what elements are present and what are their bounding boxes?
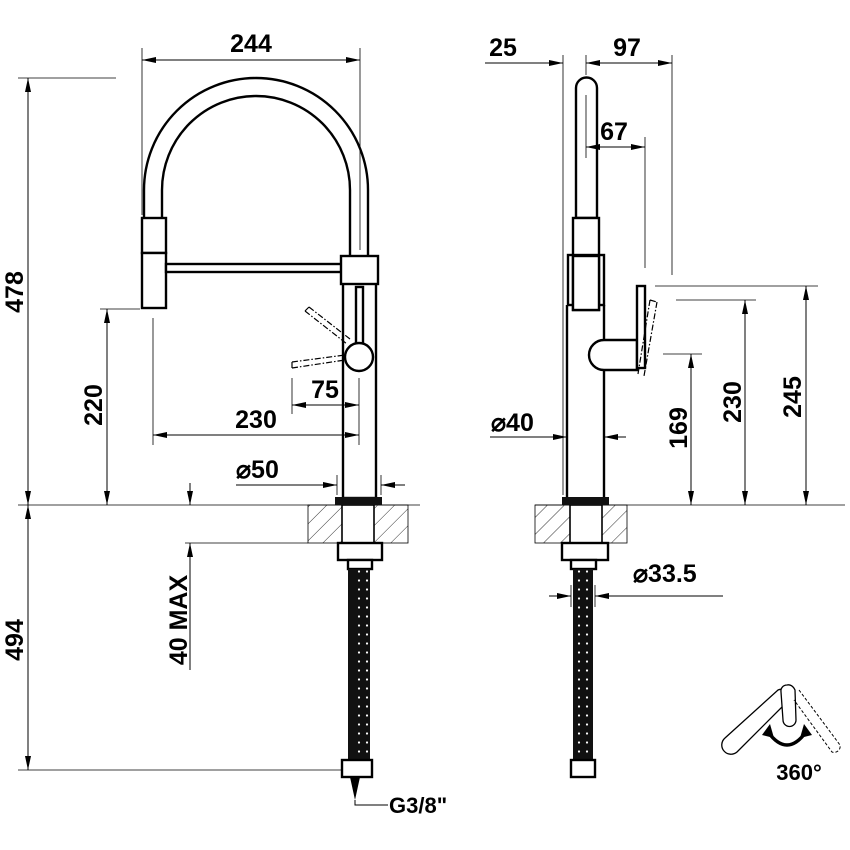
lever-hub-side bbox=[587, 338, 639, 372]
dim-width-overall: 244 bbox=[230, 30, 272, 58]
lever-alt-position-upper bbox=[304, 306, 351, 345]
dim-height-overall: 478 bbox=[1, 271, 29, 313]
hose-end-fitting bbox=[340, 758, 374, 779]
dim-lever-offset: 75 bbox=[311, 376, 339, 404]
rotation-360-icon bbox=[721, 684, 841, 755]
lever-alt-position-side bbox=[637, 299, 658, 377]
supply-hose-side bbox=[573, 569, 593, 760]
hose-end-fitting-side bbox=[569, 758, 597, 779]
shank bbox=[341, 504, 375, 544]
mounting-nut-side bbox=[560, 541, 610, 562]
dim-body-diameter: ⌀40 bbox=[491, 409, 534, 437]
connection-leader bbox=[354, 800, 388, 806]
side-view: 25 97 67 ⌀40 169 230 245 ⌀33.5 bbox=[485, 34, 845, 785]
base-ring-side bbox=[562, 497, 609, 505]
dim-lever-pivot-height: 169 bbox=[665, 407, 693, 449]
supply-hose bbox=[348, 569, 370, 760]
lever-knob bbox=[343, 341, 375, 373]
spout-side bbox=[574, 76, 599, 220]
dim-hole-diameter: ⌀33.5 bbox=[633, 560, 697, 588]
mounting-nut bbox=[336, 541, 384, 562]
dim-lever-height: 230 bbox=[719, 381, 747, 423]
lever-alt-position-lower bbox=[291, 354, 346, 369]
dim-spout-height: 220 bbox=[80, 384, 108, 426]
body-collar bbox=[339, 254, 380, 286]
mounting-nut-lower bbox=[346, 558, 374, 571]
connection-arrow bbox=[350, 777, 360, 800]
dim-spout-reach: 230 bbox=[235, 406, 277, 434]
faucet-body bbox=[341, 281, 378, 500]
front-view: G3/8" 244 478 220 230 75 ⌀50 494 bbox=[1, 30, 447, 818]
base-ring bbox=[335, 497, 382, 505]
spray-head-lower bbox=[140, 251, 168, 310]
dim-lever-top-height: 245 bbox=[779, 376, 807, 418]
arch-spout-inner bbox=[160, 94, 352, 255]
spray-holder-bar bbox=[164, 262, 344, 274]
dim-offset-back: 25 bbox=[489, 34, 517, 62]
connection-label: G3/8" bbox=[389, 793, 447, 818]
dim-spout-offset: 67 bbox=[600, 118, 628, 146]
dim-base-diameter: ⌀50 bbox=[236, 456, 279, 484]
rotation-label: 360° bbox=[776, 760, 822, 785]
dim-below-counter: 494 bbox=[1, 619, 29, 661]
spray-head-upper bbox=[140, 216, 168, 255]
lever-handle-side bbox=[635, 284, 647, 370]
arch-spout-outer bbox=[142, 76, 370, 255]
dim-offset-front: 97 bbox=[613, 34, 641, 62]
dim-counter-thickness: 40 MAX bbox=[165, 575, 193, 666]
